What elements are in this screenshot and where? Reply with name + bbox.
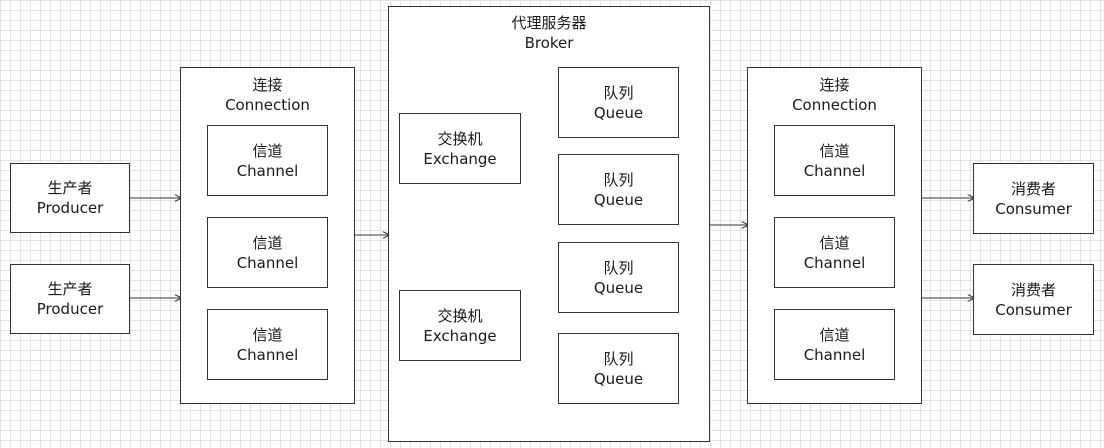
broker-title-en: Broker — [524, 34, 574, 52]
channel-label-cn: 信道 — [819, 233, 850, 252]
queue-label-en: Queue — [593, 369, 644, 388]
exchange-box: 交换机 Exchange — [399, 290, 521, 361]
exchange-box: 交换机 Exchange — [399, 113, 521, 184]
exchange-label-cn: 交换机 — [437, 129, 483, 148]
queue-label-en: Queue — [593, 103, 644, 122]
queue-box: 队列 Queue — [558, 333, 679, 404]
producer-label-cn: 生产者 — [47, 280, 93, 298]
queue-label-cn: 队列 — [603, 349, 634, 368]
connection-title-en: Connection — [792, 96, 877, 114]
channel-label-en: Channel — [236, 253, 299, 272]
channel-label-cn: 信道 — [252, 141, 283, 160]
channel-box: 信道 Channel — [774, 217, 895, 288]
producer-box: 生产者 Producer — [10, 264, 130, 334]
channel-box: 信道 Channel — [774, 125, 895, 196]
exchange-label-cn: 交换机 — [437, 306, 483, 325]
consumer-label-cn: 消费者 — [1010, 179, 1056, 198]
producer-label-en: Producer — [36, 300, 104, 318]
channel-label-en: Channel — [236, 161, 299, 180]
consumer-box: 消费者 Consumer — [973, 163, 1094, 234]
channel-label-en: Channel — [803, 161, 866, 180]
consumer-box: 消费者 Consumer — [973, 264, 1094, 335]
queue-box: 队列 Queue — [558, 67, 679, 138]
consumer-label-en: Consumer — [995, 300, 1072, 319]
queue-box: 队列 Queue — [558, 154, 679, 225]
connection-title-cn: 连接 — [819, 76, 850, 94]
channel-label-cn: 信道 — [819, 325, 850, 344]
queue-label-en: Queue — [593, 278, 644, 297]
channel-box: 信道 Channel — [774, 309, 895, 380]
queue-label-en: Queue — [593, 190, 644, 209]
channel-box: 信道 Channel — [207, 125, 328, 196]
channel-label-cn: 信道 — [252, 325, 283, 344]
connection-title-en: Connection — [225, 96, 310, 114]
queue-label-cn: 队列 — [603, 83, 634, 102]
connection-title-cn: 连接 — [252, 76, 283, 94]
exchange-label-en: Exchange — [423, 149, 497, 168]
broker-title-cn: 代理服务器 — [511, 14, 587, 32]
consumer-label-cn: 消费者 — [1010, 280, 1056, 299]
channel-label-cn: 信道 — [252, 233, 283, 252]
channel-label-en: Channel — [803, 253, 866, 272]
channel-box: 信道 Channel — [207, 217, 328, 288]
consumer-label-en: Consumer — [995, 199, 1072, 218]
producer-label-en: Producer — [36, 199, 104, 217]
queue-box: 队列 Queue — [558, 242, 679, 313]
queue-label-cn: 队列 — [603, 170, 634, 189]
producer-label-cn: 生产者 — [47, 179, 93, 197]
channel-label-en: Channel — [803, 345, 866, 364]
exchange-label-en: Exchange — [423, 326, 497, 345]
queue-label-cn: 队列 — [603, 258, 634, 277]
channel-box: 信道 Channel — [207, 309, 328, 380]
channel-label-cn: 信道 — [819, 141, 850, 160]
producer-box: 生产者 Producer — [10, 163, 130, 233]
channel-label-en: Channel — [236, 345, 299, 364]
